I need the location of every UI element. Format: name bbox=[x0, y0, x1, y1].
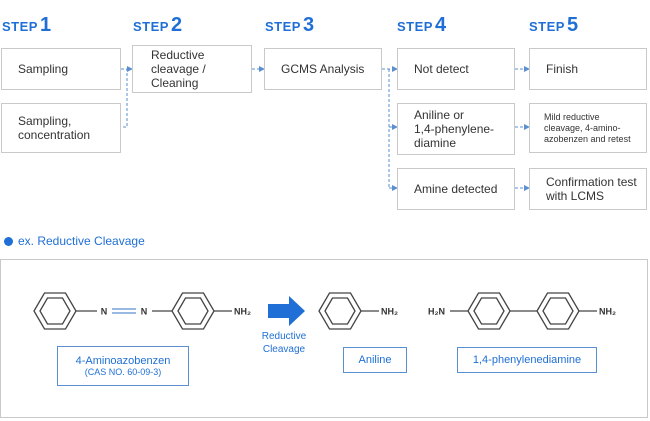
not-detect-box: Not detect bbox=[397, 48, 515, 90]
benzene-ring-aniline bbox=[318, 292, 362, 330]
gcms-analysis-box: GCMS Analysis bbox=[264, 48, 382, 90]
example-title: ex. Reductive Cleavage bbox=[4, 234, 145, 248]
atom-h2n: H₂N bbox=[428, 307, 445, 317]
benzene-ring-1 bbox=[33, 292, 77, 330]
compound-label-aniline: Aniline bbox=[343, 347, 407, 373]
compound-label-phenylenediamine: 1,4-phenylenediamine bbox=[457, 347, 597, 373]
benzene-ring-3 bbox=[467, 292, 511, 330]
benzene-ring-4 bbox=[536, 292, 580, 330]
amine-detected-box: Amine detected bbox=[397, 168, 515, 210]
reaction-arrow-icon bbox=[268, 296, 305, 326]
example-panel bbox=[0, 259, 648, 418]
connector-step1-bracket bbox=[121, 68, 128, 128]
atom-nh2-2: NH₂ bbox=[381, 307, 398, 317]
bullet-dot-icon bbox=[4, 236, 13, 246]
sampling-box: Sampling bbox=[1, 48, 121, 90]
atom-n-1: N bbox=[101, 307, 108, 317]
atom-nh2-1: NH₂ bbox=[234, 307, 251, 317]
compound-label-aminoazobenzen: 4-Aminoazobenzen (CAS NO. 60-09-3) bbox=[57, 346, 189, 386]
sampling-concentration-box: Sampling,concentration bbox=[1, 103, 121, 153]
flow-connectors bbox=[121, 66, 530, 191]
atom-nh2-3: NH₂ bbox=[599, 307, 616, 317]
finish-box: Finish bbox=[529, 48, 647, 90]
benzene-ring-2 bbox=[171, 292, 215, 330]
atom-n-2: N bbox=[141, 307, 148, 317]
